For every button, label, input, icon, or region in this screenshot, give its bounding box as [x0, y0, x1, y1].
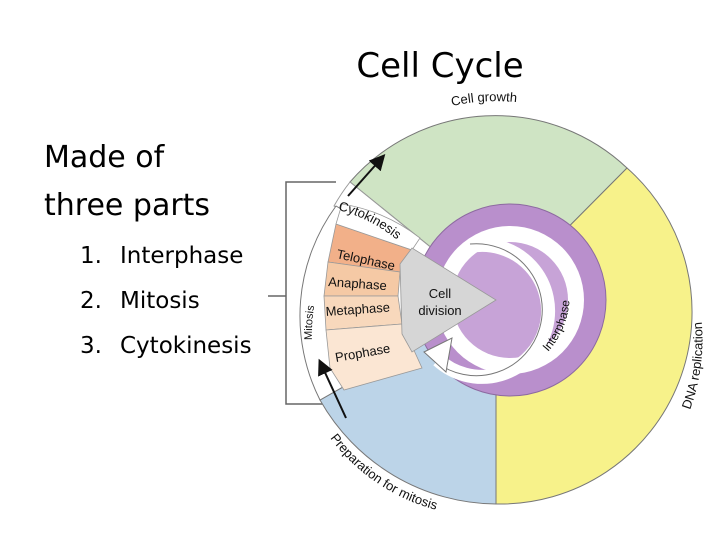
metaphase-label: Metaphase: [325, 300, 390, 319]
cell-growth-label: Cell growth: [450, 89, 518, 109]
slide-title: Cell Cycle: [356, 46, 524, 86]
parts-list: 1. Interphase 2. Mitosis 3. Cytokinesis: [80, 234, 252, 369]
list-label: Mitosis: [120, 288, 200, 314]
list-number: 2.: [80, 288, 102, 314]
list-label: Interphase: [120, 243, 244, 269]
top-arrow: [347, 154, 386, 197]
division-label: division: [418, 303, 461, 318]
interphase-arrowhead: [423, 337, 453, 373]
anaphase-label: Anaphase: [328, 274, 387, 293]
cytokinesis-strip: [335, 203, 421, 251]
intro-text: Made of three parts: [44, 134, 264, 230]
bottom-arrow: [318, 358, 347, 419]
list-number: 1.: [80, 243, 102, 269]
interphase-arrow-outline: [435, 243, 543, 377]
cell-label: Cell: [429, 286, 452, 301]
bracket-line: [268, 181, 336, 405]
list-item: 2. Mitosis: [80, 279, 252, 324]
intro-line-1: Made of: [44, 140, 165, 175]
list-item: 3. Cytokinesis: [80, 324, 252, 369]
interphase-arrow: [433, 237, 556, 384]
list-item: 1. Interphase: [80, 234, 252, 279]
intro-line-2: three parts: [44, 188, 211, 223]
cell-division-wedge: [399, 247, 497, 353]
list-label: Cytokinesis: [120, 333, 252, 359]
list-number: 3.: [80, 333, 102, 359]
